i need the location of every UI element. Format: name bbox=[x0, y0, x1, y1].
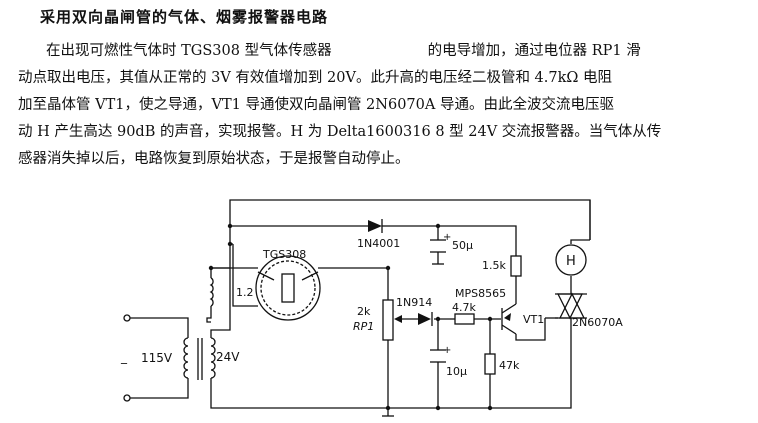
cap2-label: 10μ bbox=[446, 365, 467, 378]
pot-value-label: 2k bbox=[357, 305, 371, 318]
r1-label: 1.5k bbox=[482, 259, 506, 272]
alarm-label: H bbox=[566, 254, 576, 269]
transformer-primary-coil bbox=[183, 337, 189, 379]
junction-dots bbox=[208, 223, 493, 411]
gas-sensor-tgs308 bbox=[255, 255, 321, 321]
potentiometer-rp1 bbox=[382, 299, 402, 341]
paragraph-line-1a: 在出现可燃性气体时 TGS308 型气体传感器 bbox=[46, 43, 332, 59]
sensor-label: TGS308 bbox=[262, 248, 306, 261]
paragraph-line-2: 动点取出电压，其值从正常的 3V 有效值增加到 20V。此升高的电压经二极管和 … bbox=[18, 70, 613, 86]
sensor-pins-label: 1.2 bbox=[236, 286, 254, 299]
description-paragraph: 在出现可燃性气体时 TGS308 型气体传感器 的电导增加，通过电位器 RP1 滑… bbox=[18, 38, 748, 173]
diode-1n4001 bbox=[350, 219, 390, 233]
cap1-label: 50μ bbox=[452, 239, 473, 252]
paragraph-line-5: 感器消失掉以后，电路恢复到原始状态，于是报警自动停止。 bbox=[18, 151, 410, 167]
pot-name-label: RP1 bbox=[353, 320, 374, 333]
transistor-vt1 bbox=[501, 303, 517, 335]
secondary-voltage-label: 24V bbox=[216, 350, 240, 364]
capacitor-10u bbox=[430, 349, 446, 408]
ac-terminal-bottom bbox=[123, 394, 131, 402]
paragraph-line-4: 动 H 产生高达 90dB 的声音，实现报警。H 为 Delta1600316 … bbox=[18, 124, 662, 140]
d1-label: 1N4001 bbox=[357, 237, 400, 250]
primary-voltage-label: 115V bbox=[141, 351, 173, 365]
ac-symbol: _ bbox=[120, 350, 128, 364]
ground-symbol bbox=[382, 408, 394, 417]
capacitor-50u bbox=[430, 239, 446, 265]
cap1-plus: + bbox=[443, 232, 451, 243]
transistor-type-label: MPS8565 bbox=[455, 287, 506, 300]
d2-label: 1N914 bbox=[396, 296, 432, 309]
diode-1n914 bbox=[418, 312, 433, 326]
resistor-47k bbox=[484, 353, 496, 375]
transistor-label: VT1 bbox=[523, 313, 544, 326]
ac-terminal-top bbox=[123, 314, 131, 322]
transformer-secondary-coil bbox=[210, 337, 216, 379]
paragraph-line-1b: 的电导增加，通过电位器 RP1 滑 bbox=[427, 43, 641, 59]
resistor-4-7k bbox=[450, 313, 475, 325]
triac-2n6070a bbox=[545, 292, 587, 334]
alarm-h bbox=[555, 244, 587, 276]
paragraph-line-1: 在出现可燃性气体时 TGS308 型气体传感器 的电导增加，通过电位器 RP1 滑 bbox=[18, 38, 748, 65]
input-leads bbox=[130, 317, 189, 399]
heater-winding bbox=[209, 277, 214, 307]
transformer-core bbox=[197, 338, 203, 380]
article-title: 采用双向晶闸管的气体、烟雾报警器电路 bbox=[40, 8, 329, 26]
r3-label: 47k bbox=[499, 359, 520, 372]
resistor-1-5k bbox=[510, 255, 522, 277]
triac-label: 2N6070A bbox=[572, 316, 623, 329]
paragraph-line-3: 加至晶体管 VT1，使之导通，VT1 导通使双向晶闸管 2N6070A 导通。由… bbox=[18, 97, 614, 113]
cap2-plus: + bbox=[443, 345, 451, 356]
r2-label: 4.7k bbox=[452, 301, 476, 314]
